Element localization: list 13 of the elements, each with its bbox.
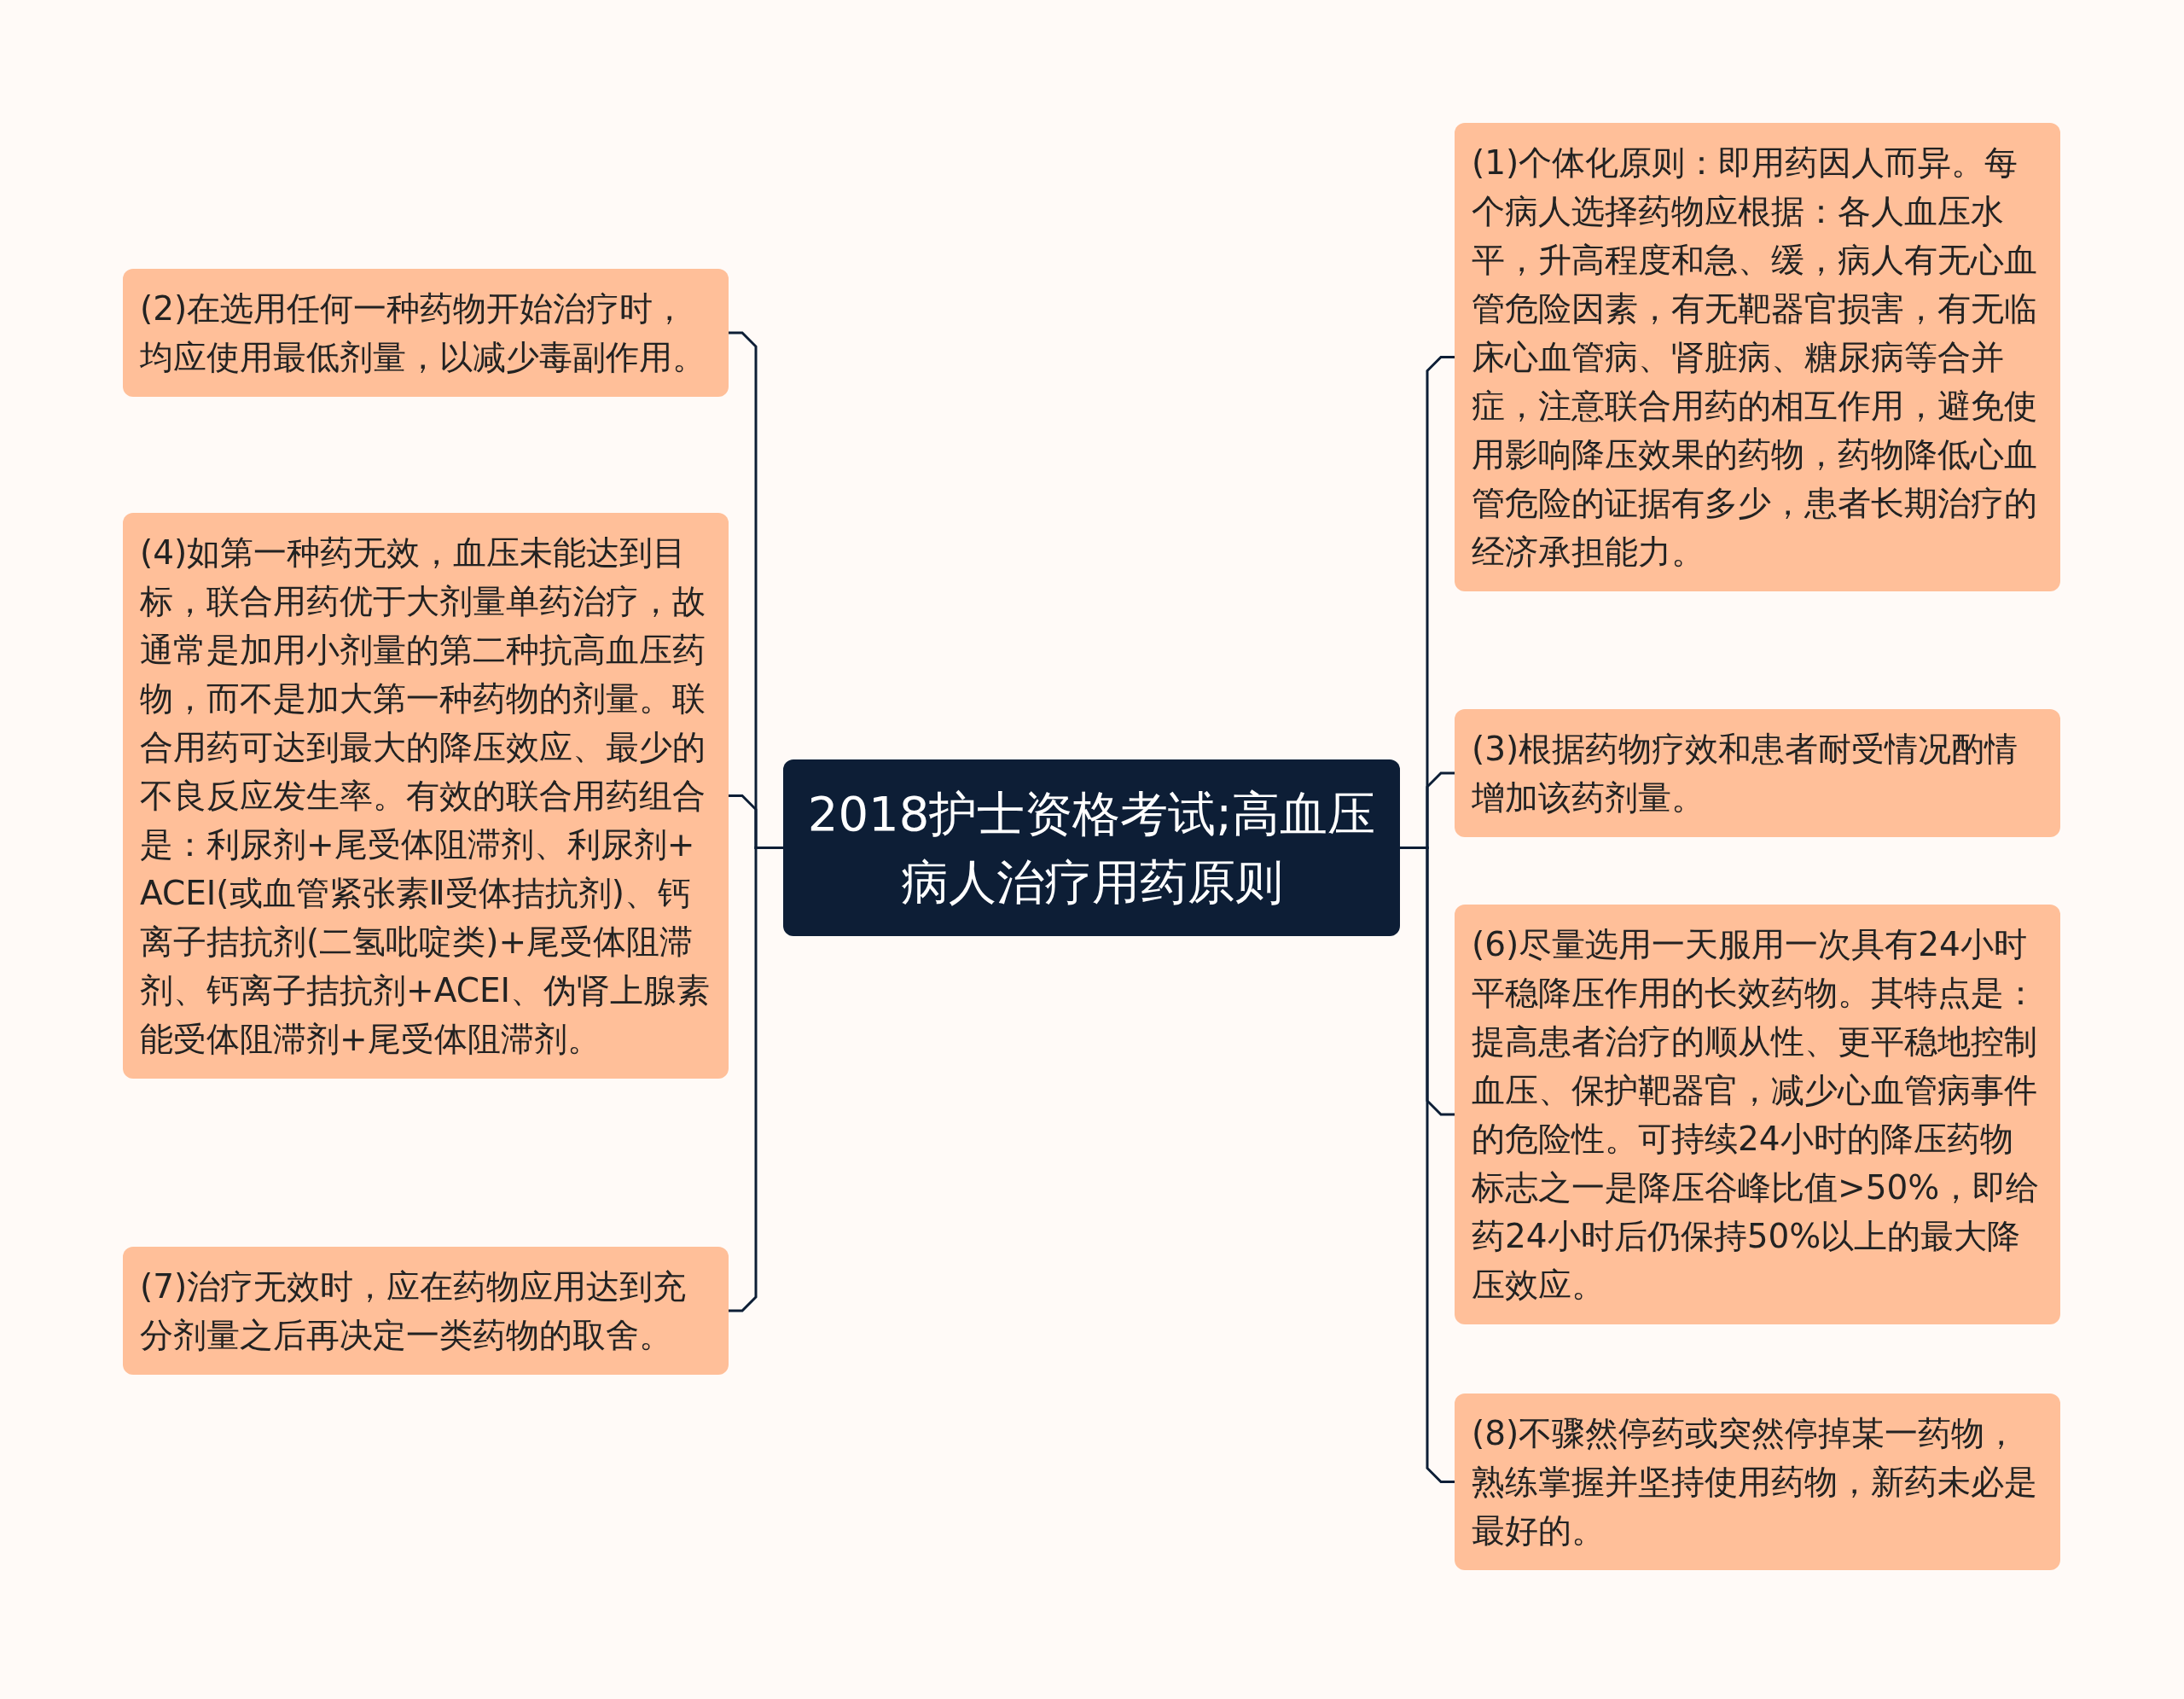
branch-box <box>123 1247 729 1375</box>
branch-text: (6)尽量选用一天服用一次具有24小时平稳降压作用的长效药物。其特点是：提高患者治疗的顺从性、更平稳地控制血压、保护靶器官，减少心血管病事件的危险性。可持续24小时的降压药物标志之一是降压谷峰比值>50%，即给药24小时后仍保持50%以上的最大降压效应。 <box>1472 924 2041 1306</box>
branch-text: (2)在选用任何一种药物开始治疗时，均应使用最低剂量，以减少毒副作用。 <box>140 288 706 378</box>
branch-text: (3)根据药物疗效和患者耐受情况酌情增加该药剂量。 <box>1472 729 2019 818</box>
branch-box <box>1455 709 2060 837</box>
topic-box <box>783 759 1400 936</box>
topic-text: 2018护士资格考试;高血压病人治疗用药原则 <box>806 784 1377 911</box>
branch-box <box>123 269 729 397</box>
branch-text: (8)不骤然停药或突然停掉某一药物，熟练掌握并坚持使用药物，新药未必是最好的。 <box>1472 1413 2038 1551</box>
branch-box <box>1455 1394 2060 1570</box>
branch-text: (4)如第一种药无效，血压未能达到目标，联合用药优于大剂量单药治疗，故通常是加用小剂量的第二种抗高血压药物，而不是加大第一种药物的剂量。联合用药可达到最大的降压效应、最少的不良反应发生率。有效的联合用药组合是：利尿剂+尾受体阻滞剂、利尿剂+ACEI(或血管紧张素Ⅱ受体拮抗剂)、钙离子拮抗剂(二氢吡啶类)+尾受体阻滞剂、钙离子拮抗剂+ACEI、伪肾上腺素能受体阻滞剂+尾受体阻滞剂。 <box>140 532 712 1060</box>
branch-text: (1)个体化原则：即用药因人而异。每个病人选择药物应根据：各人血压水平，升高程度和急、缓，病人有无心血管危险因素，有无靶器官损害，有无临床心血管病、肾脏病、糖尿病等合并症，注意联合用药的相互作用，避免使用影响降压效果的药物，药物降低心血管危险的证据有多少，患者长期治疗的经济承担能力。 <box>1472 143 2038 573</box>
branch-text: (7)治疗无效时，应在药物应用达到充分剂量之后再决定一类药物的取舍。 <box>140 1266 688 1356</box>
